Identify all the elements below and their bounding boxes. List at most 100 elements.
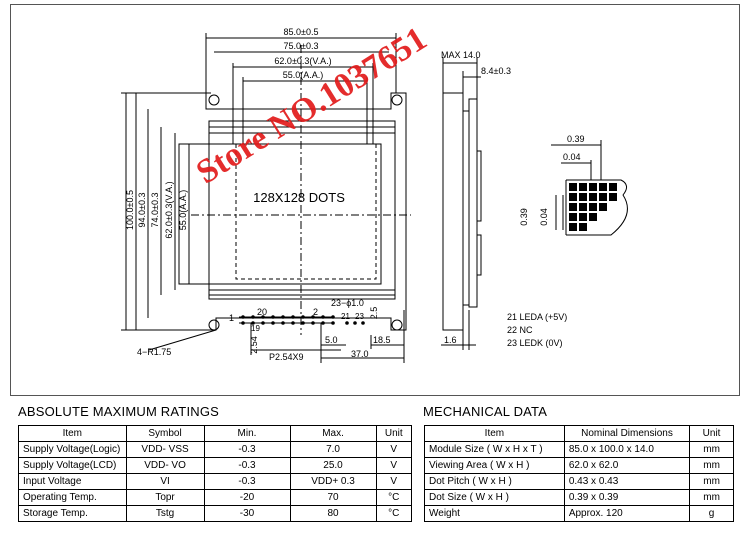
dim-max14: MAX 14.0: [441, 50, 481, 60]
dim-55v: 55.0(A.A.): [178, 190, 188, 231]
cell: VDD- VSS: [125, 441, 205, 458]
cell: 0.39 x 0.39: [563, 489, 691, 506]
cell: V: [375, 473, 413, 490]
dim-0-39-side: 0.39: [519, 208, 529, 226]
cell: VDD- VO: [125, 457, 205, 474]
cell: Operating Temp.: [18, 489, 127, 506]
pin-21-label: 21: [341, 312, 350, 321]
cell: 25.0: [289, 457, 377, 474]
cell: VDD+ 0.3: [289, 473, 377, 490]
active-area: [235, 143, 377, 280]
cell: 62.0 x 62.0: [563, 457, 691, 474]
mechanical-data-table: Item Nominal Dimensions Unit Module Size…: [424, 425, 734, 522]
col-item: Item: [18, 425, 127, 442]
side-view-outline: [442, 92, 464, 331]
table-row: Module Size ( W x H x T )85.0 x 100.0 x …: [424, 441, 734, 458]
dim-55: 55.0(A.A.): [283, 70, 324, 80]
cell: 70: [289, 489, 377, 506]
cell: Supply Voltage(LCD): [18, 457, 127, 474]
cell: Tstg: [125, 505, 205, 522]
dim-85: 85.0±0.5: [284, 27, 319, 37]
cell: VI: [125, 473, 205, 490]
col-max: Max.: [289, 425, 377, 442]
dim-75: 75.0±0.3: [284, 41, 319, 51]
cell: Storage Temp.: [18, 505, 127, 522]
pin-23-label: 23: [355, 312, 364, 321]
dim-phi: 23−ϕ1.0: [331, 298, 364, 308]
dim-5-0: 5.0: [325, 335, 338, 345]
cell: V: [375, 457, 413, 474]
absolute-ratings-title: ABSOLUTE MAXIMUM RATINGS: [18, 404, 220, 419]
pin-20-label: 20: [257, 307, 267, 317]
cell: 7.0: [289, 441, 377, 458]
absolute-ratings-table: Item Symbol Min. Max. Unit Supply Voltag…: [18, 425, 413, 522]
dim-18-5: 18.5: [373, 335, 391, 345]
cell: Approx. 120: [563, 505, 691, 522]
cell: 0.43 x 0.43: [563, 473, 691, 490]
bezel-outline: [208, 120, 396, 300]
dim-r175: 4−R1.75: [137, 347, 171, 357]
col-unit: Unit: [375, 425, 413, 442]
col-item: Item: [424, 425, 565, 442]
cell: -0.3: [203, 473, 291, 490]
cell: mm: [689, 441, 734, 458]
pin-label-22: 22 NC: [507, 325, 533, 335]
cell: g: [689, 505, 734, 522]
dot-detail: [551, 140, 628, 236]
cell: Dot Size ( W x H ): [424, 489, 565, 506]
col-nominal: Nominal Dimensions: [563, 425, 691, 442]
cell: Supply Voltage(Logic): [18, 441, 127, 458]
cell: Topr: [125, 489, 205, 506]
pin-label-23: 23 LEDK (0V): [507, 338, 563, 348]
cell: V: [375, 441, 413, 458]
cell: 85.0 x 100.0 x 14.0: [563, 441, 691, 458]
col-symbol: Symbol: [125, 425, 205, 442]
dim-100: 100.0±0.5: [125, 190, 135, 230]
dim-62: 62.0±0.3(V.A.): [274, 56, 331, 66]
cell: Dot Pitch ( W x H ): [424, 473, 565, 490]
cell: 80: [289, 505, 377, 522]
dim-62v: 62.0±0.3(V.A.): [164, 181, 174, 238]
cell: mm: [689, 457, 734, 474]
cell: mm: [689, 473, 734, 490]
dim-1-6: 1.6: [444, 335, 457, 345]
cell: °C: [375, 489, 413, 506]
col-unit: Unit: [689, 425, 734, 442]
pin-1-label: 1: [229, 313, 234, 323]
cell: Input Voltage: [18, 473, 127, 490]
pin-19-label: 19: [251, 324, 260, 333]
cell: -20: [203, 489, 291, 506]
dim-p254x9: P2.54X9: [269, 352, 304, 362]
cell: Viewing Area ( W x H ): [424, 457, 565, 474]
cell: Weight: [424, 505, 565, 522]
pin-label-21: 21 LEDA (+5V): [507, 312, 567, 322]
mount-hole-tr: [391, 94, 403, 106]
cell: -30: [203, 505, 291, 522]
cell: -0.3: [203, 457, 291, 474]
col-min: Min.: [203, 425, 291, 442]
cell: mm: [689, 489, 734, 506]
dim-37-0: 37.0: [351, 349, 369, 359]
mechanical-data-title: MECHANICAL DATA: [423, 404, 548, 419]
dim-74: 74.0±0.3: [150, 193, 160, 228]
pin-2-label: 2: [313, 307, 318, 317]
mechanical-drawing: 85.0±0.5 75.0±0.3 62.0±0.3(V.A.) 55.0(A.…: [10, 4, 740, 396]
cell: -0.3: [203, 441, 291, 458]
mount-hole-tl: [208, 94, 220, 106]
dim-2-54: 2.54: [249, 336, 259, 354]
dim-0-39-top: 0.39: [567, 134, 585, 144]
drawing-svg: 85.0±0.5 75.0±0.3 62.0±0.3(V.A.) 55.0(A.…: [121, 27, 628, 363]
dim-94: 94.0±0.3: [137, 193, 147, 228]
dim-8-4: 8.4±0.3: [481, 66, 511, 76]
dots-label: 128X128 DOTS: [253, 190, 345, 205]
dim-0-04-top: 0.04: [563, 152, 581, 162]
